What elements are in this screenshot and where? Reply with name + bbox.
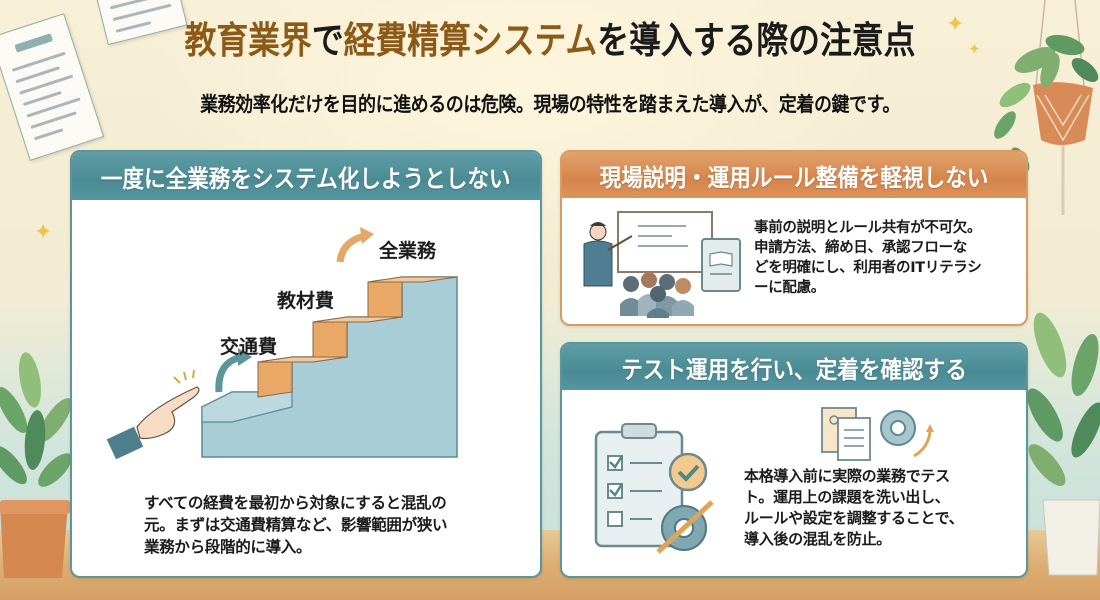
clipboard-checklist-icon [594,423,684,548]
gear-refresh-icon [880,410,934,458]
card-body-text: 本格導入前に実際の業務でテス ト。運用上の課題を洗い出し、 ルールや設定を調整す… [744,467,964,548]
audience-icon [620,272,694,318]
manual-book-icon [701,238,741,292]
presenter-icon [583,222,633,287]
sparkle-icon: ✦ [968,40,981,58]
title-part: を導入する際の注意点 [597,19,916,62]
checklist-illustration [594,423,714,554]
card-test-operation: テスト運用を行い、定着を確認する [560,342,1028,578]
documents-gear-illustration [821,407,934,461]
card-heading: 一度に全業務をシステム化しようとしない [72,152,540,200]
card-onsite-explanation: 現場説明・運用ルール整備を軽視しない 事前の説明とルール共有が不可欠。 申請方法… [560,150,1028,326]
step-label-all-tasks: 全業務 [379,240,437,262]
staircase-illustration [106,227,458,460]
potted-plant-icon [1027,312,1100,576]
sparkle-icon: ✦ [34,220,53,245]
check-circle-icon [668,452,708,492]
step-label-materials: 教材費 [277,290,335,312]
page-title: 教育業界で経費精算システムを導入する際の注意点 [77,18,1023,64]
whiteboard-icon [617,211,713,273]
arrow-up-icon [336,232,366,263]
documents-icon [821,407,871,461]
card-body-text: 事前の説明とルール共有が不可欠。 申請方法、締め日、承認フローな どを明確にし、… [754,220,982,296]
sparkle-icon: ✦ [946,12,965,37]
step-label-transport: 交通費 [220,336,278,358]
card-body-text: すべての経費を最初から対象にすると混乱の 元。まずは交通費精算など、影響範囲が狭… [144,494,448,556]
gear-wrench-icon [656,500,714,554]
page-subtitle: 業務効率化だけを目的に進めるのは危険。現場の特性を踏まえた導入が、定着の鍵です。 [200,92,900,116]
title-part: 教育業界 [184,19,312,62]
presentation-illustration [583,211,741,318]
title-part: で [311,19,344,62]
title-part: 経費精算システム [343,19,598,62]
card-heading: 現場説明・運用ルール整備を軽視しない [562,152,1026,198]
card-phased-rollout: 一度に全業務をシステム化しようとしない 交通費 教材費 全業務 すべての経費 [70,150,542,578]
pointing-hand-icon [106,369,200,460]
potted-plant-icon [0,352,72,578]
card-heading: テスト運用を行い、定着を確認する [562,344,1026,390]
